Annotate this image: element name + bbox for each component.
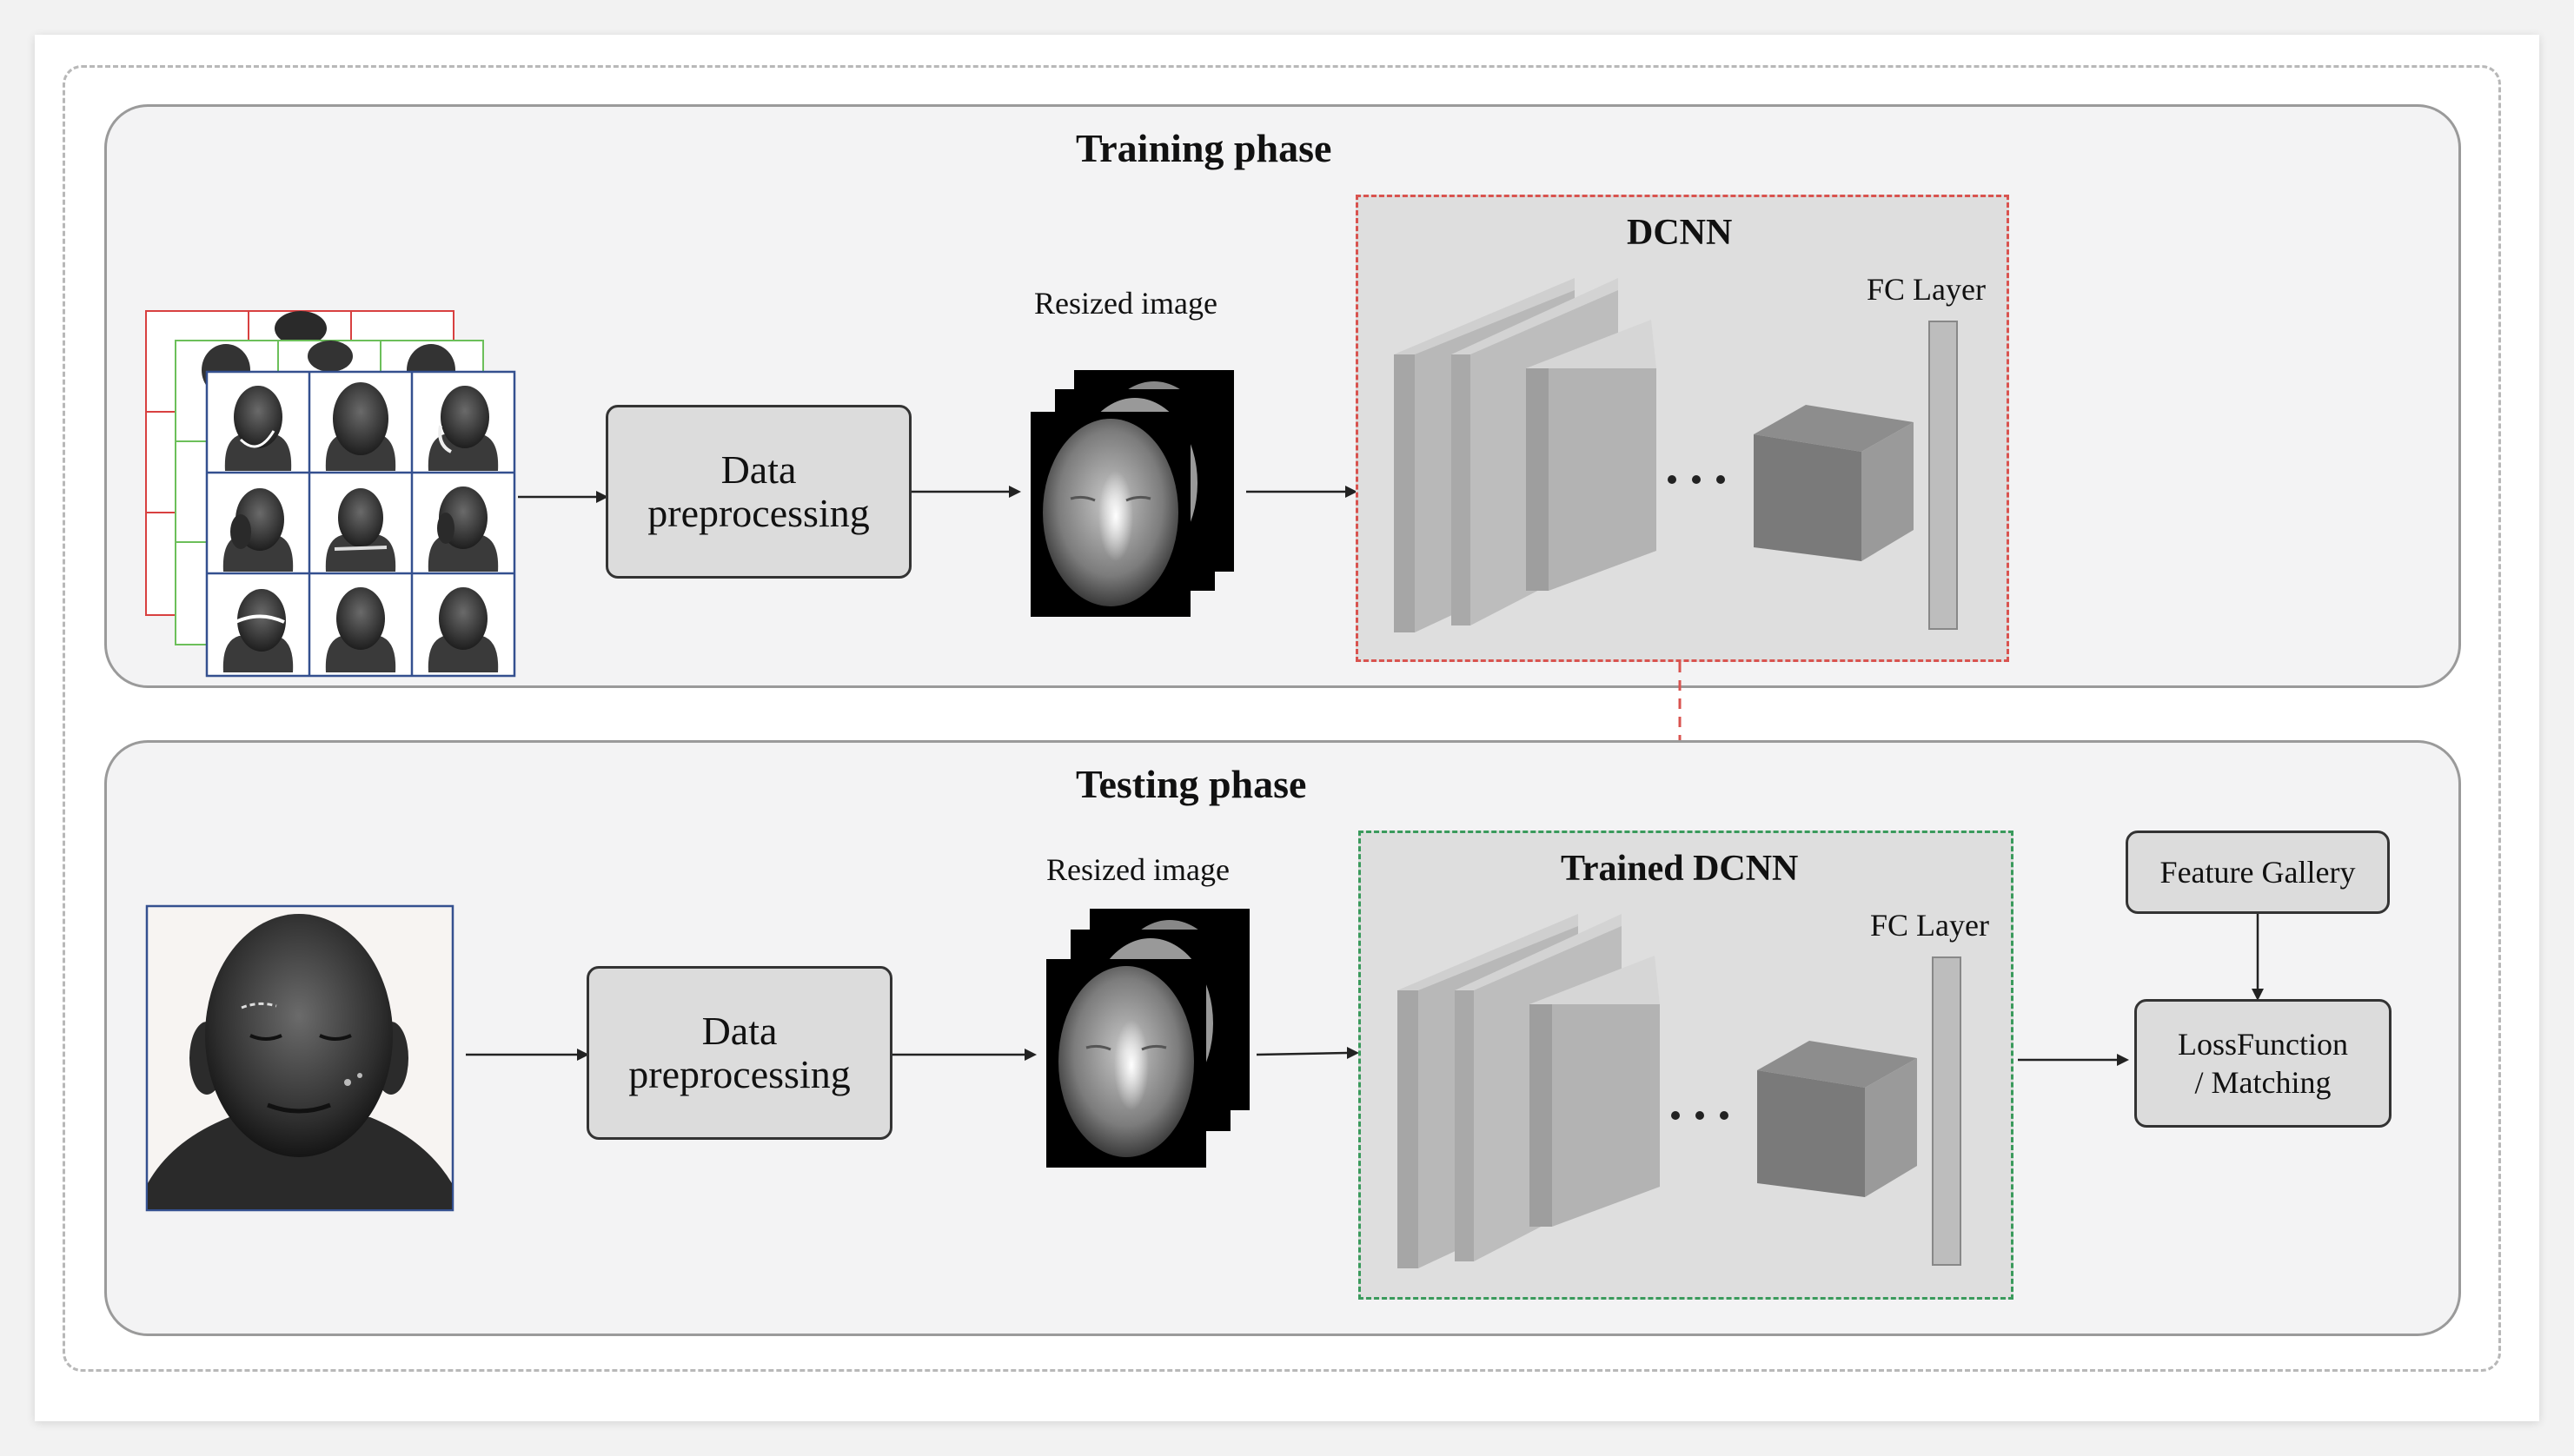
testing-fc-label: FC Layer (1870, 908, 1989, 943)
fc-layer-icon (1932, 956, 1961, 1266)
face-stack-icon (1046, 909, 1250, 1168)
conv-layer-icon (1757, 1041, 1917, 1197)
training-resized-label: Resized image (1034, 286, 1217, 321)
testing-arrow-to-loss (2018, 1054, 2129, 1066)
conv-layer-icon (1526, 320, 1656, 591)
loss-matching-box: LossFunction / Matching (2134, 999, 2392, 1128)
testing-arrow-to-dcnn (1256, 1047, 1359, 1059)
training-dcnn-title: DCNN (1627, 213, 1733, 253)
face-stack-icon (1031, 370, 1234, 617)
feature-gallery-box: Feature Gallery (2126, 831, 2390, 914)
testing-conv-stack (1397, 914, 1961, 1268)
testing-preprocess-box: Data preprocessing (587, 966, 892, 1140)
training-phase-title: Training phase (1076, 126, 1332, 170)
training-fc-label: FC Layer (1867, 272, 1986, 307)
training-arrow-to-resized (912, 486, 1021, 498)
conv-layer-icon (1529, 956, 1660, 1227)
testing-phase-title: Testing phase (1076, 762, 1307, 806)
testing-dcnn-title: Trained DCNN (1561, 849, 1799, 889)
fc-layer-icon (1928, 321, 1958, 630)
grid-blue-layer (205, 370, 516, 678)
outer-dashed-frame (63, 65, 2501, 1372)
training-arrow-to-preprocess (518, 491, 608, 503)
training-preprocess-box: Data preprocessing (606, 405, 912, 579)
training-arrow-to-dcnn (1246, 486, 1357, 498)
training-conv-stack (1394, 278, 1958, 632)
testing-arrow-to-preprocess (466, 1049, 589, 1061)
testing-phase-panel (104, 740, 2461, 1336)
conv-layer-icon (1754, 405, 1914, 561)
testing-resized-label: Resized image (1046, 852, 1230, 887)
gallery-to-loss-arrow (2252, 914, 2264, 1001)
probe-face-icon (145, 904, 454, 1212)
testing-arrow-to-resized (892, 1049, 1037, 1061)
face-grid-icon (145, 310, 516, 678)
